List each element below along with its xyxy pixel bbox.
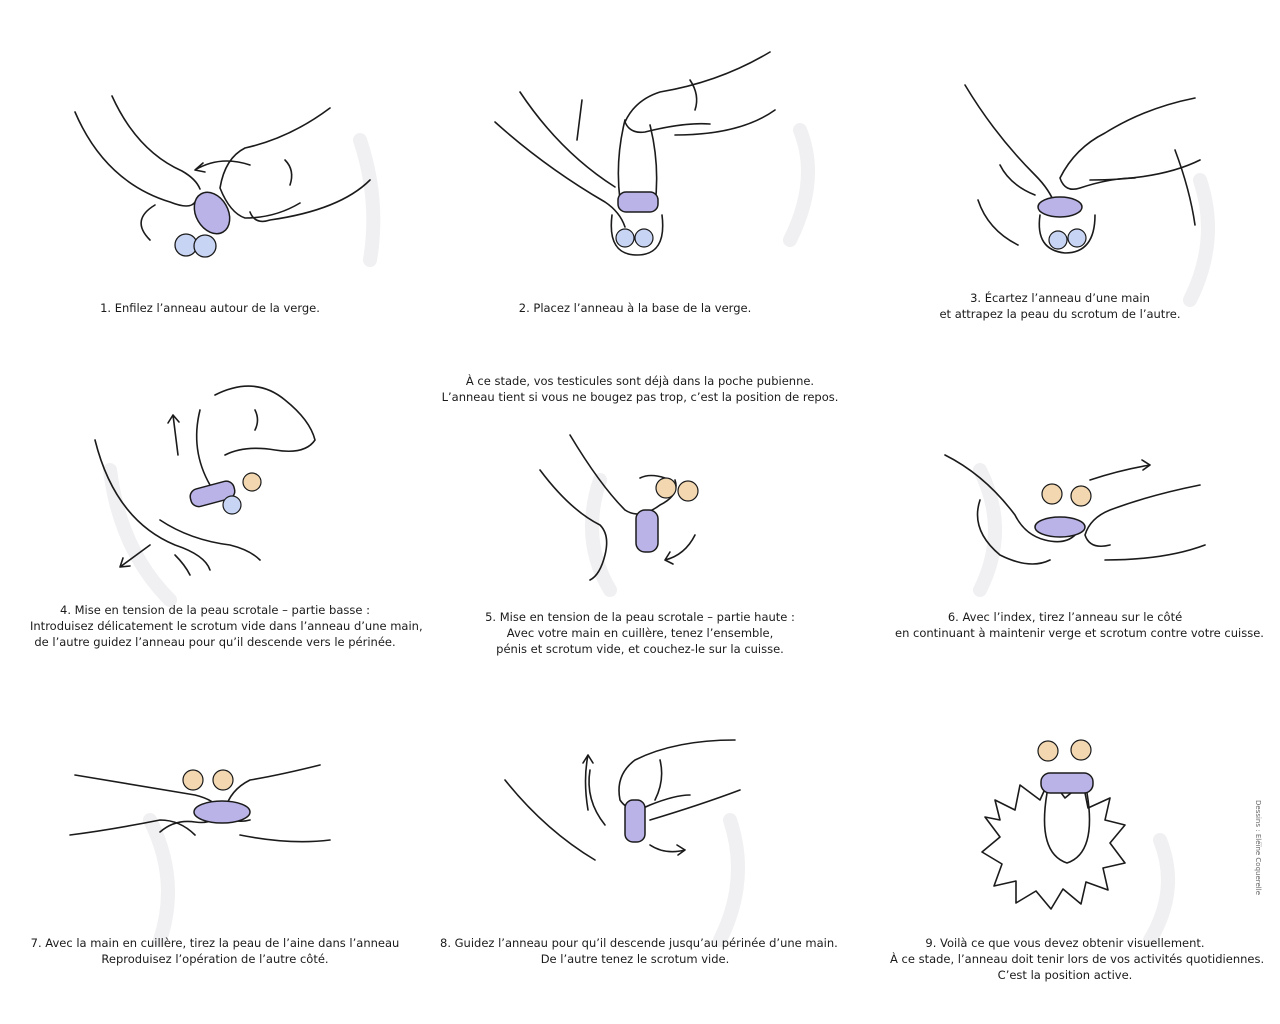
ring-icon <box>1034 516 1086 538</box>
arrow-icon <box>664 534 696 565</box>
ring-icon <box>193 800 251 824</box>
arrow-icon <box>582 754 594 811</box>
testicles-icon <box>1038 214 1096 254</box>
arrow-icon <box>119 544 151 568</box>
ring-icon <box>1037 196 1083 218</box>
step-2-caption: 2. Placez l’anneau à la base de la verge… <box>518 301 752 315</box>
arrow-icon <box>1089 459 1151 481</box>
testicles-icon <box>182 769 234 791</box>
testicles-icon <box>222 472 262 515</box>
ring-icon <box>193 191 231 235</box>
illustration-credit: Dessins : Eléïne Coquerelle <box>1254 800 1262 895</box>
step-6-caption: 6. Avec l’index, tirez l’anneau sur le c… <box>895 610 1264 640</box>
hand-icon <box>1084 484 1206 561</box>
step-7-caption: 7. Avec la main en cuillère, tirez la pe… <box>30 936 400 966</box>
arrow-icon <box>167 414 180 456</box>
hand-icon <box>964 84 1056 246</box>
ring-icon <box>635 509 659 553</box>
testicles-icon <box>1037 739 1092 762</box>
step-8-caption: 8. Guidez l’anneau pour qu’il descende j… <box>440 936 838 966</box>
hand-icon <box>494 91 626 228</box>
hand-icon <box>1059 97 1201 226</box>
hand-icon <box>504 769 606 861</box>
step-5-caption: 5. Mise en tension de la peau scrotale –… <box>485 610 795 656</box>
hand-icon <box>195 385 316 486</box>
step-1-caption: 1. Enfilez l’anneau autour de la verge. <box>100 301 320 315</box>
starburst-icon <box>981 777 1126 910</box>
testicles-icon <box>174 233 217 258</box>
intermission-note: À ce stade, vos testicules sont déjà dan… <box>441 374 839 404</box>
step-3-caption: 3. Écartez l’anneau d’une main et attrap… <box>939 291 1181 321</box>
ring-icon <box>617 191 659 213</box>
ring-icon <box>1040 772 1094 794</box>
step-4-caption: 4. Mise en tension de la peau scrotale –… <box>30 603 423 649</box>
hand-icon <box>618 739 741 821</box>
hand-icon <box>94 439 261 576</box>
hand-icon <box>74 95 201 241</box>
testicles-icon <box>655 477 699 502</box>
arrow-icon <box>194 160 251 173</box>
arrow-icon <box>649 844 686 856</box>
testicles-icon <box>610 214 664 256</box>
hand-icon <box>219 107 371 223</box>
ring-icon <box>189 480 236 508</box>
ring-icon <box>624 799 646 843</box>
testicles-icon <box>1041 483 1092 507</box>
hand-icon <box>944 454 1076 565</box>
step-9-caption: 9. Voilà ce que vous devez obtenir visue… <box>890 936 1265 982</box>
